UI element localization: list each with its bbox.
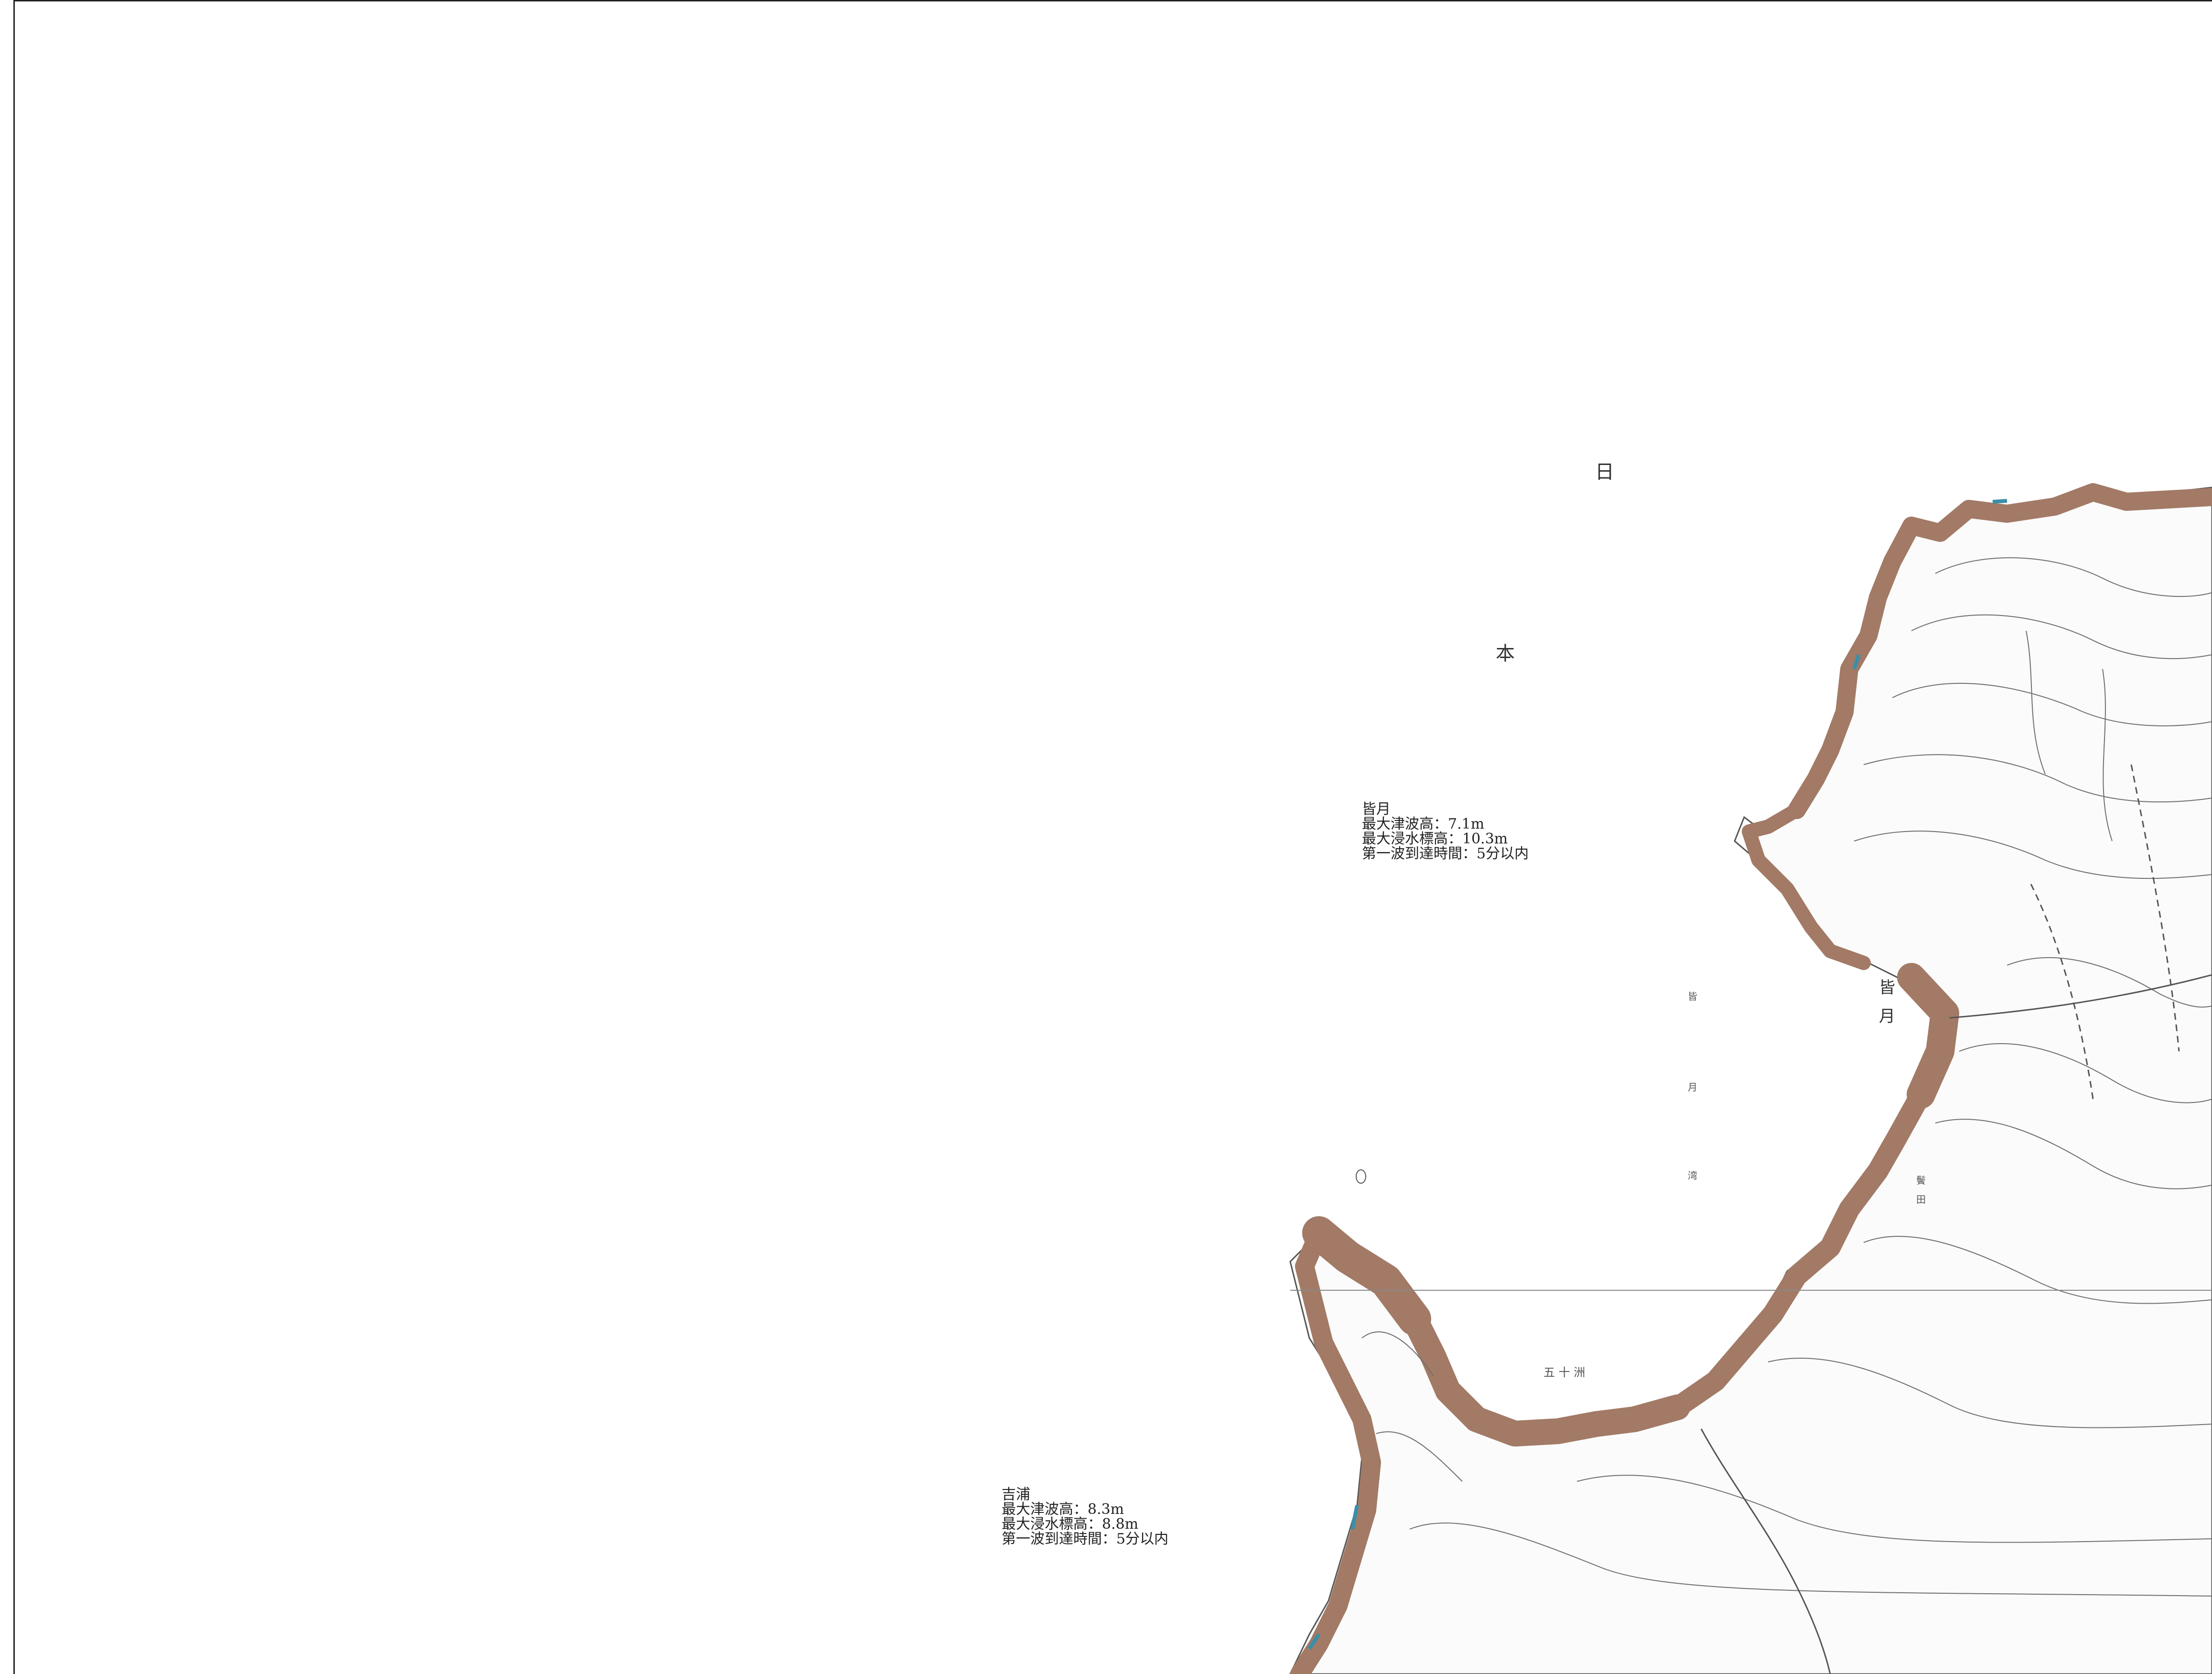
- place-shizuta-char-1: 鬢: [1916, 1175, 1926, 1186]
- land-area: [1289, 484, 2212, 1674]
- place-bay-char-1: 皆: [1688, 991, 1697, 1002]
- info-minazuki-first-wave: 第一波到達時間：5分以内: [1362, 845, 1529, 862]
- info-minazuki-name: 皆月: [1362, 801, 1391, 818]
- roads: [1290, 764, 2212, 1674]
- place-shizuta-char-2: 田: [1916, 1194, 1926, 1205]
- inundation-zone: [1290, 483, 2212, 1674]
- info-yoshiura-max-inundation: 最大浸水標高：8.8m: [1002, 1516, 1139, 1533]
- info-yoshiura: 吉浦 最大津波高：8.3m 最大浸水標高：8.8m 第一波到達時間：5分以内: [1002, 1487, 1168, 1546]
- small-islet: [1356, 1169, 1366, 1184]
- info-minazuki-max-inundation: 最大浸水標高：10.3m: [1362, 831, 1508, 847]
- place-bay-char-3: 湾: [1688, 1170, 1697, 1181]
- sea-label-char-2: 本: [1496, 643, 1515, 665]
- info-minazuki: 皆月 最大津波高：7.1m 最大浸水標高：10.3m 第一波到達時間：5分以内: [1362, 802, 1529, 861]
- sea-label-char-1: 日: [1595, 461, 1614, 483]
- info-minazuki-max-tsunami: 最大津波高：7.1m: [1362, 816, 1485, 832]
- info-yoshiura-name: 吉浦: [1002, 1486, 1030, 1503]
- place-minazuki-char-1: 皆: [1879, 978, 1895, 997]
- info-yoshiura-max-tsunami: 最大津波高：8.3m: [1002, 1501, 1124, 1518]
- contour-lines: [1361, 557, 2212, 1597]
- place-isoshima: 五 十 洲: [1543, 1366, 1586, 1379]
- water-spots: [1307, 499, 2007, 1650]
- place-minazuki-char-2: 月: [1879, 1007, 1895, 1026]
- place-bay-char-2: 月: [1688, 1081, 1697, 1093]
- info-yoshiura-first-wave: 第一波到達時間：5分以内: [1002, 1531, 1169, 1547]
